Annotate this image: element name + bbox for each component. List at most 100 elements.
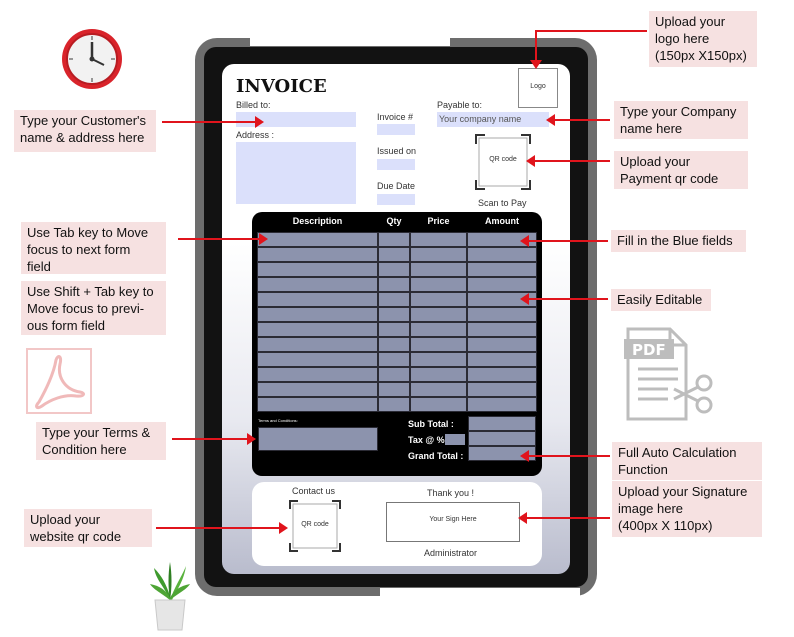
price-cell[interactable]	[410, 277, 467, 292]
note-tab-key: Use Tab key to Move focus to next form f…	[21, 222, 166, 274]
thank-you-label: Thank you !	[427, 488, 475, 498]
arrow-company	[546, 114, 610, 126]
arrow-signature	[518, 512, 610, 524]
column-header-price: Price	[427, 216, 450, 226]
note-auto-calc: Full Auto Calculation Function	[612, 442, 762, 480]
note-logo: Upload your logo here (150px X150px)	[649, 11, 757, 67]
qty-cell[interactable]	[378, 292, 410, 307]
price-cell[interactable]	[410, 262, 467, 277]
amount-cell[interactable]	[467, 382, 537, 397]
amount-cell[interactable]	[467, 277, 537, 292]
amount-cell[interactable]	[467, 367, 537, 382]
signature-label: Your Sign Here	[429, 516, 477, 523]
due-date-label: Due Date	[377, 181, 416, 191]
payment-qr-label: QR code	[489, 156, 517, 163]
qty-cell[interactable]	[378, 307, 410, 322]
description-cell[interactable]	[257, 307, 378, 322]
qty-cell[interactable]	[378, 322, 410, 337]
description-cell[interactable]	[257, 322, 378, 337]
logo-upload-box[interactable]: Logo	[518, 68, 558, 108]
arrow-tab-key	[178, 233, 268, 245]
contact-us-label: Contact us	[292, 486, 336, 496]
tablet-edge-gap-bottom	[380, 588, 580, 596]
issued-on-field[interactable]	[377, 159, 415, 170]
payment-qr-box[interactable]: QR code	[475, 134, 531, 190]
table-row	[257, 307, 537, 322]
amount-cell[interactable]	[467, 322, 537, 337]
arrow-website-qr	[156, 522, 288, 534]
price-cell[interactable]	[410, 292, 467, 307]
price-cell[interactable]	[410, 352, 467, 367]
svg-text:PDF: PDF	[632, 341, 666, 359]
table-row	[257, 352, 537, 367]
invoice-number-label: Invoice #	[377, 112, 414, 122]
description-cell[interactable]	[257, 292, 378, 307]
arrow-blue-fields	[520, 235, 608, 247]
table-row	[257, 277, 537, 292]
description-cell[interactable]	[257, 277, 378, 292]
qty-cell[interactable]	[378, 277, 410, 292]
description-cell[interactable]	[257, 247, 378, 262]
terms-field[interactable]	[258, 427, 378, 451]
description-cell[interactable]	[257, 232, 378, 247]
qty-cell[interactable]	[378, 352, 410, 367]
description-cell[interactable]	[257, 382, 378, 397]
arrow-terms	[172, 433, 256, 445]
tax-rate-field[interactable]	[445, 434, 465, 445]
arrow-customer	[162, 116, 264, 128]
invoice-page: INVOICE Billed to: Address : Invoice # I…	[222, 64, 570, 574]
website-qr-box[interactable]: QR code	[289, 500, 341, 552]
plant-icon	[150, 560, 190, 632]
price-cell[interactable]	[410, 247, 467, 262]
customer-name-field[interactable]	[236, 112, 356, 127]
table-row	[257, 292, 537, 307]
qty-cell[interactable]	[378, 367, 410, 382]
price-cell[interactable]	[410, 367, 467, 382]
amount-cell[interactable]	[467, 262, 537, 277]
column-header-qty: Qty	[386, 216, 402, 226]
amount-cell[interactable]	[467, 337, 537, 352]
description-cell[interactable]	[257, 367, 378, 382]
description-cell[interactable]	[257, 337, 378, 352]
arrow-auto-calc	[520, 450, 610, 462]
amount-cell[interactable]	[467, 232, 537, 247]
price-cell[interactable]	[410, 382, 467, 397]
price-cell[interactable]	[410, 307, 467, 322]
amount-cell[interactable]	[467, 397, 537, 412]
table-row	[257, 232, 537, 247]
note-customer: Type your Customer's name & address here	[14, 110, 156, 152]
description-cell[interactable]	[257, 262, 378, 277]
subtotal-value	[468, 416, 536, 431]
description-cell[interactable]	[257, 352, 378, 367]
amount-cell[interactable]	[467, 352, 537, 367]
billed-to-label: Billed to:	[236, 100, 271, 110]
amount-cell[interactable]	[467, 307, 537, 322]
pdf-cut-icon: PDF	[624, 325, 714, 423]
table-row	[257, 367, 537, 382]
qty-cell[interactable]	[378, 397, 410, 412]
price-cell[interactable]	[410, 322, 467, 337]
amount-cell[interactable]	[467, 247, 537, 262]
description-cell[interactable]	[257, 397, 378, 412]
qty-cell[interactable]	[378, 247, 410, 262]
price-cell[interactable]	[410, 397, 467, 412]
price-cell[interactable]	[410, 232, 467, 247]
qty-cell[interactable]	[378, 232, 410, 247]
note-company: Type your Company name here	[614, 101, 748, 139]
note-payment-qr: Upload your Payment qr code	[614, 151, 748, 189]
price-cell[interactable]	[410, 337, 467, 352]
column-header-description: Description	[292, 216, 343, 226]
table-row	[257, 247, 537, 262]
signature-box[interactable]: Your Sign Here	[386, 502, 520, 542]
note-shift-tab: Use Shift + Tab key to Move focus to pre…	[21, 281, 166, 335]
qty-cell[interactable]	[378, 337, 410, 352]
address-field[interactable]	[236, 142, 356, 204]
due-date-field[interactable]	[377, 194, 415, 205]
invoice-number-field[interactable]	[377, 124, 415, 135]
qty-cell[interactable]	[378, 382, 410, 397]
qty-cell[interactable]	[378, 262, 410, 277]
tax-label: Tax @ %:	[408, 435, 448, 445]
grand-total-label: Grand Total :	[408, 451, 464, 461]
company-name-field[interactable]: Your company name	[437, 112, 549, 127]
terms-label: Terms and Conditions:	[258, 418, 298, 423]
